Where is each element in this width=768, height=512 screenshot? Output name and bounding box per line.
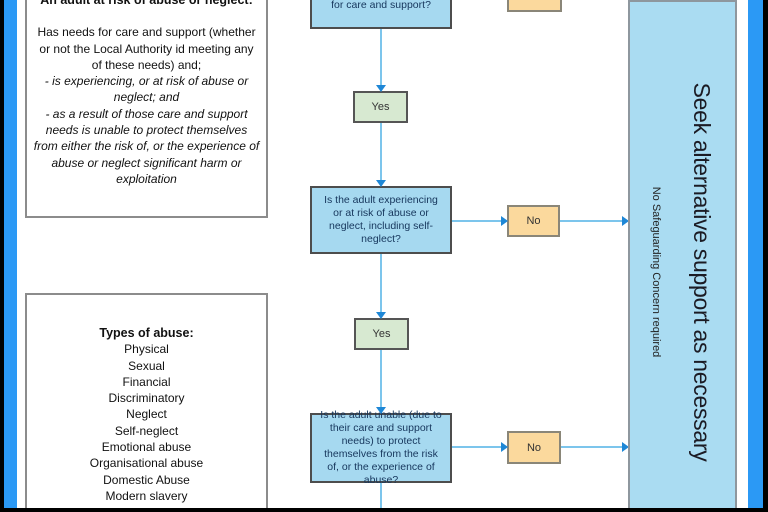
arrowhead-down-icon	[376, 180, 386, 187]
definition-italic-text-1: - is experiencing, or at risk of abuse o…	[44, 74, 249, 105]
decision-unable-to-protect: Is the adult unable (due to their care a…	[310, 409, 452, 486]
arrowhead-right-icon	[501, 216, 508, 226]
panel-title: Seek alternative support as necessary	[689, 82, 715, 462]
list-item: Sexual	[128, 358, 165, 373]
frame-blue-bar-right	[748, 0, 763, 512]
yes-box-2: Yes	[354, 318, 409, 350]
list-item: Financial	[122, 374, 171, 389]
arrow-line-yes1-to-q2	[380, 123, 382, 180]
arrow-line-q3-to-no2	[452, 446, 501, 448]
decision-experiencing-abuse: Is the adult experiencing or at risk of …	[310, 186, 452, 254]
arrowhead-right-icon	[622, 216, 629, 226]
arrow-line-top-to-yes1	[380, 29, 382, 85]
decision-needs-care-support: for care and support?	[310, 0, 452, 29]
list-item: Self-neglect	[114, 423, 179, 438]
arrowhead-down-icon	[376, 85, 386, 92]
no-box-2-label: No	[526, 441, 542, 454]
list-item: Physical	[124, 342, 169, 357]
no-box-1: No	[507, 205, 560, 237]
frame-blue-bar-left	[4, 0, 17, 512]
list-item: Modern slavery	[105, 488, 188, 503]
list-item: Neglect	[126, 407, 167, 422]
frame-black-edge-bottom	[0, 508, 768, 512]
list-item: Organisational abuse	[89, 456, 204, 471]
list-item: Discriminatory	[108, 391, 185, 406]
yes-box-1: Yes	[353, 91, 408, 123]
no-box-2: No	[507, 431, 561, 464]
arrow-line-no1-to-panel	[560, 220, 622, 222]
definition-body-text: Has needs for care and support (whether …	[37, 25, 256, 72]
definition-box-title: An adult at risk of abuse or neglect:	[40, 0, 253, 7]
types-box-title: Types of abuse:	[99, 326, 194, 340]
yes-box-1-label: Yes	[371, 101, 390, 113]
panel-subtitle: No Safeguarding Concern required	[650, 186, 662, 358]
arrowhead-down-icon	[376, 312, 386, 319]
arrowhead-right-icon	[622, 442, 629, 452]
no-box-1-label: No	[526, 215, 541, 227]
decision-unable-to-protect-text: Is the adult unable (due to their care a…	[320, 409, 442, 486]
frame-black-edge-left	[0, 0, 4, 512]
decision-needs-care-support-text: for care and support?	[331, 0, 431, 11]
arrow-line-q2-to-yes2	[380, 254, 382, 312]
list-item: Domestic Abuse	[103, 472, 190, 487]
adult-at-risk-definition-box: An adult at risk of abuse or neglect: Ha…	[25, 0, 268, 218]
arrow-line-q3-down-cut	[380, 483, 382, 509]
arrow-line-no2-to-panel	[561, 446, 622, 448]
frame-black-edge-right	[763, 0, 768, 512]
no-box-top-partial	[507, 0, 562, 12]
definition-italic-text-2: - as a result of those care and support …	[33, 106, 260, 186]
list-item: Emotional abuse	[101, 440, 192, 455]
arrowhead-right-icon	[501, 442, 508, 452]
seek-alternative-support-panel: No Safeguarding Concern required Seek al…	[628, 0, 737, 512]
spacer	[33, 8, 260, 24]
arrowhead-down-icon	[376, 407, 386, 414]
arrow-line-yes2-to-q3	[380, 350, 382, 407]
arrow-line-q2-to-no1	[452, 220, 501, 222]
yes-box-2-label: Yes	[372, 328, 391, 340]
decision-experiencing-abuse-text: Is the adult experiencing or at risk of …	[324, 194, 438, 245]
